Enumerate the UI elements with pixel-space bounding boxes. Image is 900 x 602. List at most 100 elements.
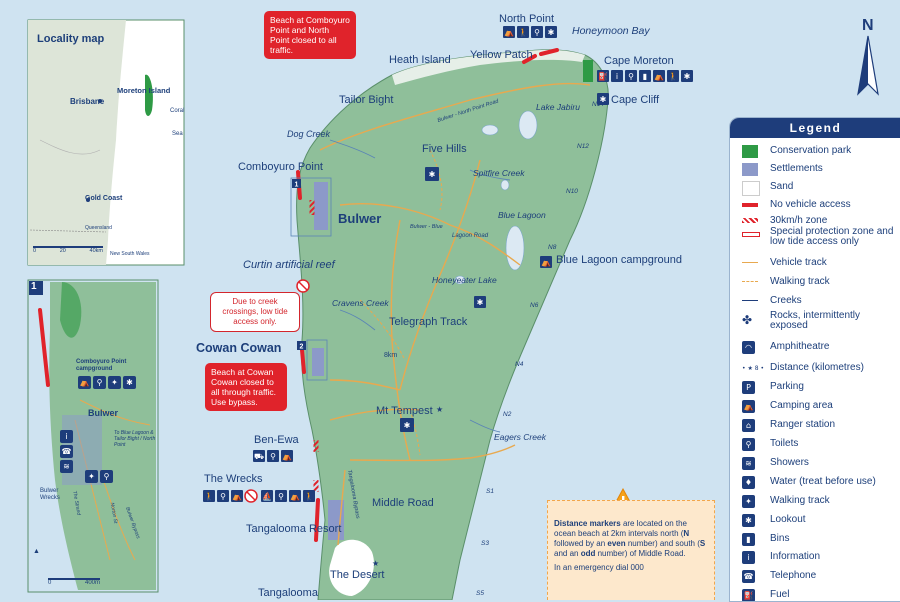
camping-icon: ⛺ — [232, 492, 242, 501]
label-ben-ewa: Ben-Ewa — [254, 434, 300, 446]
note-emergency: In an emergency dial 000 — [554, 563, 644, 572]
boat-icon: ⛵ — [262, 491, 272, 501]
legend-label: Amphitheatre — [770, 341, 830, 352]
blue-lagoon-lake — [505, 225, 525, 271]
legend-row: ♦Water (treat before use) — [730, 475, 900, 491]
label-spitfire-creek: Spitfire Creek — [473, 168, 525, 178]
legend-label: Parking — [770, 381, 804, 392]
legend-label: Distance (kilometres) — [770, 362, 864, 373]
legend-row: ☎Telephone — [730, 569, 900, 585]
tent-icon: ⛺ — [504, 28, 514, 37]
legend-symbol-white-fill — [742, 181, 760, 196]
legend-label: No vehicle access — [770, 199, 851, 210]
scale-40: 40km — [89, 248, 103, 254]
ranger-icon: ⌂ — [742, 419, 755, 432]
label-curtin-reef: Curtin artificial reef — [243, 259, 336, 271]
legend-label: Lookout — [770, 514, 806, 525]
bins-icon: ▮ — [643, 72, 647, 81]
lookout-icon: ✱ — [477, 298, 484, 307]
toilet-icon: ⚲ — [534, 28, 540, 37]
label-cravens-creek: Cravens Creek — [332, 298, 389, 308]
lookout-icon: ✱ — [429, 170, 436, 179]
legend-label: Special protection zone and low tide acc… — [770, 226, 894, 247]
legend-row: ▮Bins — [730, 532, 900, 548]
legend-row: ⌂ Ranger station — [730, 418, 900, 434]
legend-symbol-blue-line — [742, 300, 758, 301]
label-lagoon-road: Lagoon Road — [452, 233, 489, 239]
note-text4: and an — [554, 549, 581, 558]
note-even: even — [607, 539, 626, 548]
legend-label: Creeks — [770, 295, 802, 306]
legend-label: Sand — [770, 181, 794, 192]
legend-row: ⛽Fuel — [730, 588, 900, 601]
legend-symbol-purple-fill — [742, 163, 758, 176]
label-telegraph-track: Telegraph Track — [389, 316, 468, 328]
label-five-hills: Five Hills — [422, 143, 467, 155]
locality-map — [27, 19, 185, 266]
inset-icons-mid: ✦ ⚲ — [85, 470, 113, 483]
inset-scale-400: 400m — [84, 580, 100, 586]
inset-bulwer-label: Bulwer — [88, 408, 119, 418]
northern-sand — [392, 49, 585, 85]
showers-icon: ≋ — [60, 460, 73, 473]
walking-icon: 🚶 — [204, 491, 214, 501]
label-honeyeater-lake: Honeyeater Lake — [432, 275, 497, 285]
facility-icons: ⛺ 🚶 ⚲ ✱ ⛽ i ⚲ ▮ ⛺ 🚶 ✱ ✱ ✱ ⛺ ✱ ✱ ⛟ ⚲ ⛺ 🚶 … — [203, 26, 693, 503]
fuel-icon: ⛽ — [742, 589, 755, 601]
toilets-icon: ⚲ — [220, 492, 226, 501]
legend-label: Settlements — [770, 163, 823, 174]
svg-text:★: ★ — [372, 559, 379, 568]
amphitheatre-icon: ◠ — [742, 341, 755, 354]
legend-row: Walking track — [730, 275, 900, 291]
label-the-wrecks: The Wrecks — [204, 473, 263, 485]
toilets-icon: ⚲ — [100, 470, 113, 483]
inset-map-1 — [27, 279, 159, 593]
legend-label: Information — [770, 551, 821, 562]
legend-label: Telephone — [770, 570, 817, 581]
the-desert-sand — [329, 539, 374, 596]
creeks — [329, 139, 511, 433]
lake-small-2 — [500, 179, 510, 191]
label-cowan-cowan: Cowan Cowan — [196, 341, 281, 355]
label-heath-island: Heath Island — [389, 54, 451, 66]
label-yellow-patch: Yellow Patch — [470, 49, 533, 61]
camping-icon: ⛺ — [282, 452, 292, 461]
inset-north-icon: ▲ — [33, 548, 40, 555]
lookout-icon: ✱ — [684, 72, 691, 81]
telephone-icon: ☎ — [60, 445, 73, 458]
lookout-icon: ✱ — [600, 95, 607, 104]
car-icon: ⛟ — [254, 452, 264, 461]
warning-comboyuro: Beach at Comboyuro Point and North Point… — [264, 11, 356, 59]
locality-nsw: New South Wales — [110, 251, 150, 257]
fuel-icon: ⛽ — [598, 71, 608, 81]
label-blue-lagoon: Blue Lagoon — [498, 210, 546, 220]
label-middle-road: Middle Road — [372, 497, 434, 509]
walking-icon: ✦ — [108, 376, 121, 389]
legend-row: ✱Lookout — [730, 513, 900, 529]
distance-icon: • ★ 8 • — [742, 365, 764, 372]
note-odd: odd — [580, 549, 596, 558]
svg-text:★: ★ — [436, 405, 443, 414]
legend-symbol-orange-line — [742, 262, 758, 263]
legend-row: ⛺Camping area — [730, 399, 900, 415]
legend-label: Conservation park — [770, 145, 852, 156]
legend-row: • ★ 8 • Distance (kilometres) — [730, 361, 900, 377]
legend-row: 30km/h zone — [730, 214, 900, 230]
inset-2-marker: 2 — [300, 344, 304, 351]
camping-icon: ⛺ — [654, 72, 664, 81]
inset-icons-bulwer: i ☎ ≋ — [60, 430, 73, 473]
bins-icon: ▮ — [742, 533, 755, 546]
label-blue-lagoon-campground: Blue Lagoon campground — [556, 254, 682, 266]
lookout-icon: ✱ — [123, 376, 136, 389]
legend-label: Water (treat before use) — [770, 476, 876, 487]
note-n: N — [683, 529, 690, 538]
legend-symbol-orange-dash — [742, 281, 758, 282]
toilets-icon: ⚲ — [742, 438, 755, 451]
legend-label: Ranger station — [770, 419, 836, 430]
walking-icon: ✦ — [85, 470, 98, 483]
marker-n8: N8 — [548, 244, 557, 251]
speed-zones — [309, 200, 319, 492]
walking-tracks — [359, 149, 443, 456]
